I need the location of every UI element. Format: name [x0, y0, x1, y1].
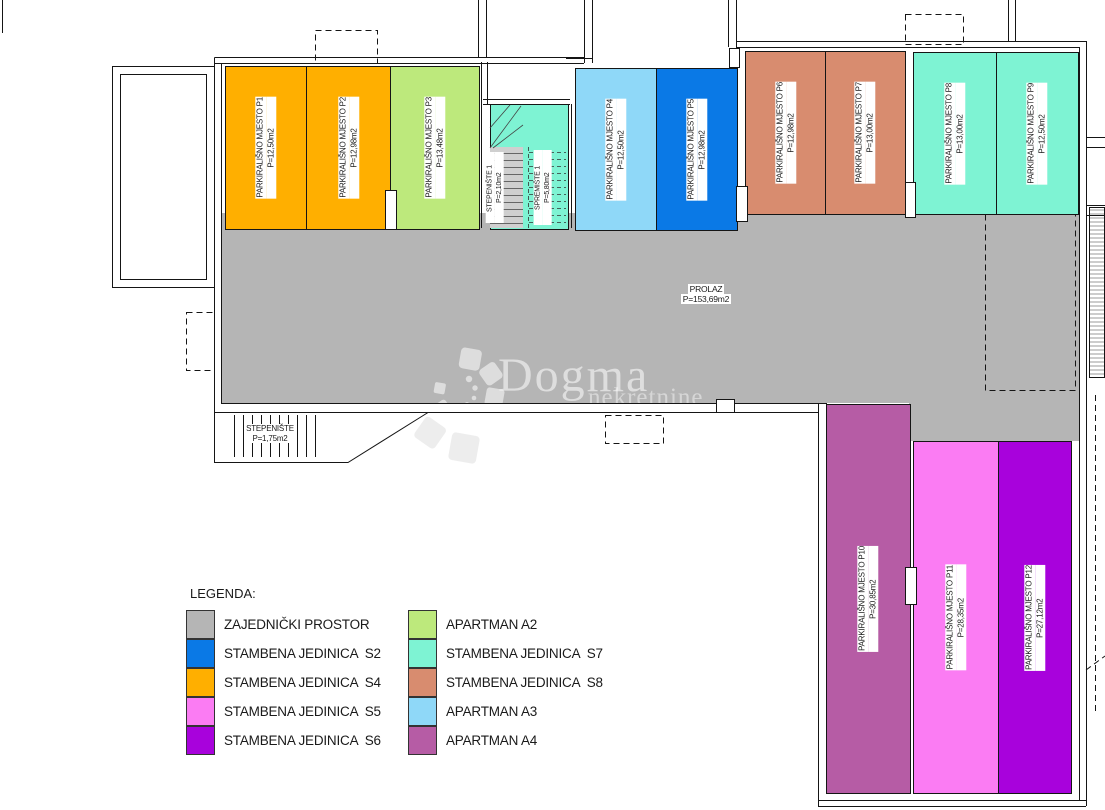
door-marker: [905, 182, 916, 218]
legend-item-s7: STAMBENA JEDINICA S7: [408, 639, 603, 668]
legend-item-s4: STAMBENA JEDINICA S4: [186, 668, 381, 697]
legend-item-a4: APARTMAN A4: [408, 726, 537, 755]
legend-swatch: [186, 639, 215, 668]
legend-title: LEGENDA:: [190, 586, 256, 601]
door-marker: [736, 186, 748, 222]
legend-swatch: [186, 726, 215, 755]
legend-item-zajednicki-prostor: ZAJEDNIČKI PROSTOR: [186, 610, 370, 639]
legend-item-s2: STAMBENA JEDINICA S2: [186, 639, 381, 668]
door-marker: [905, 567, 917, 605]
legend-swatch: [186, 697, 215, 726]
legend-swatch: [408, 610, 437, 639]
legend-item-s8: STAMBENA JEDINICA S8: [408, 668, 603, 697]
legend-swatch: [186, 668, 215, 697]
corridor-area-prolaz: [221, 213, 1079, 403]
legend-swatch: [408, 639, 437, 668]
door-marker: [729, 48, 740, 68]
legend-swatch: [408, 697, 437, 726]
legend-swatch: [186, 610, 215, 639]
legend-item-a2: APARTMAN A2: [408, 610, 537, 639]
watermark-brand: Dogma: [498, 349, 650, 402]
legend-item-s6: STAMBENA JEDINICA S6: [186, 726, 381, 755]
door-marker: [716, 399, 735, 413]
corridor-area-extension: [909, 403, 1079, 441]
watermark-tagline: nekretnine: [588, 384, 704, 411]
legend-item-a3: APARTMAN A3: [408, 697, 537, 726]
legend-swatch: [408, 726, 437, 755]
legend-item-s5: STAMBENA JEDINICA S5: [186, 697, 381, 726]
dogma-logo: [414, 347, 505, 464]
legend-swatch: [408, 668, 437, 697]
wall-opening: [385, 190, 397, 230]
